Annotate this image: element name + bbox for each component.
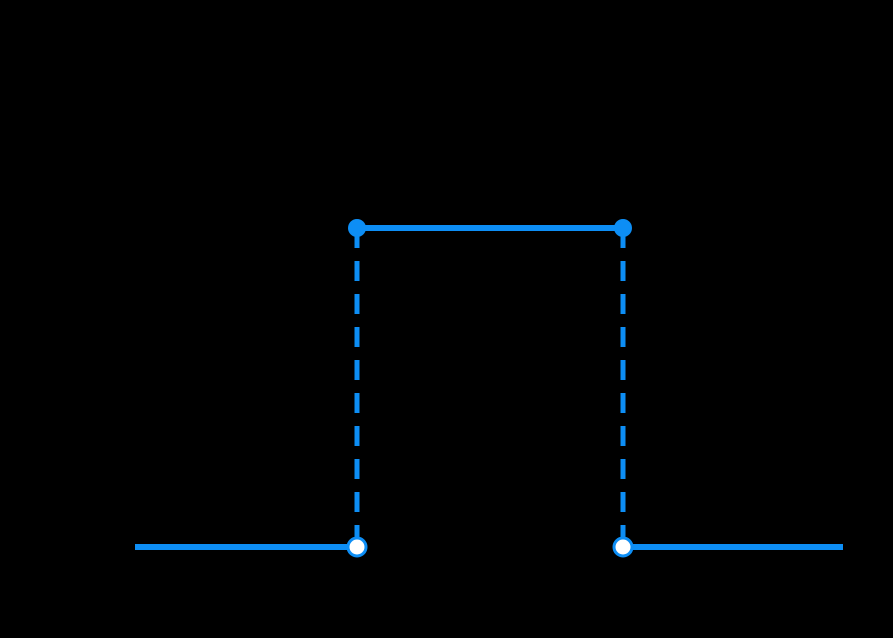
pulse-segments: [135, 225, 843, 550]
endpoint-markers: [346, 219, 634, 558]
falling-edge-open-endpoint-marker: [612, 536, 634, 558]
falling-edge-closed-endpoint-marker: [614, 219, 632, 237]
rising-edge-open-endpoint-marker: [346, 536, 368, 558]
jump-connectors: [354, 228, 626, 547]
rising-edge-closed-endpoint-marker: [348, 219, 366, 237]
